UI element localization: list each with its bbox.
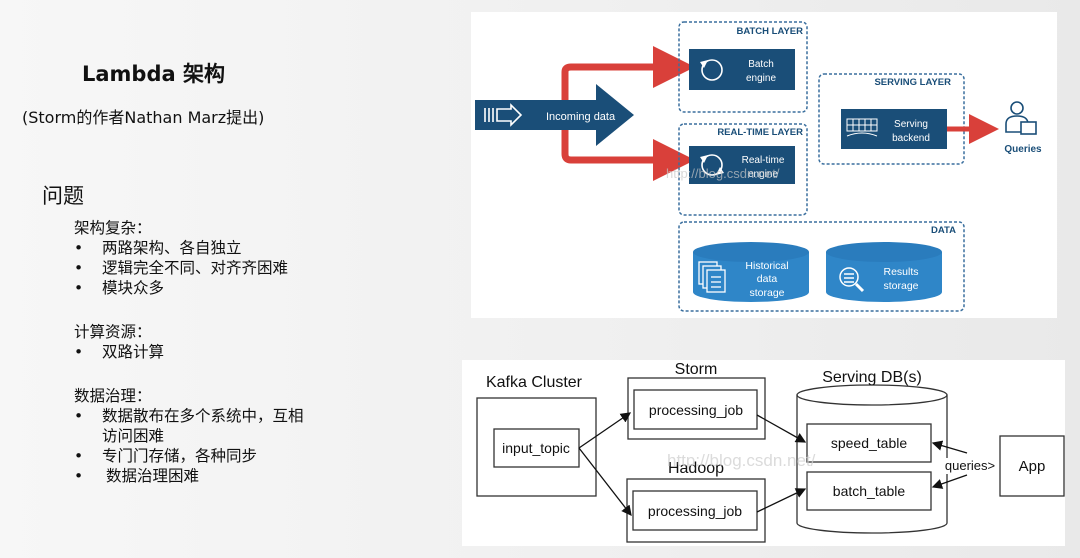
serving-layer-box: [818, 73, 965, 165]
realtime-layer-label: REAL-TIME LAYER: [717, 127, 803, 138]
lambda-architecture-diagram: Incoming data BATCH LAYER Batch engine R…: [471, 12, 1057, 318]
list-item-text: 数据治理困难: [106, 467, 200, 485]
batch-engine-label-2: engine: [746, 73, 776, 84]
problems-heading: 问题: [42, 184, 84, 208]
data-layer-box: [678, 221, 965, 312]
list-item: • 数据治理困难: [74, 466, 304, 486]
list-item-text: 双路计算: [102, 343, 165, 361]
section-data-governance: 数据治理： • 数据散布在多个系统中，互相访问困难 • 专门门存储，各种同步 • 数据…: [74, 386, 304, 486]
section-heading: 架构复杂：: [74, 219, 152, 237]
storm-processing-job-label: processing_job: [649, 402, 743, 418]
batch-table-box: [806, 471, 932, 511]
kafka-storm-hadoop-svg: Kafka Cluster input_topic Storm processi…: [476, 361, 1065, 543]
slide-subtitle: (Storm的作者Nathan Marz提出): [22, 108, 265, 127]
hadoop-processing-job-box: [632, 490, 758, 531]
data-layer-label: DATA: [931, 225, 956, 236]
arrow-app-to-speed: [931, 440, 968, 454]
search-icon: [839, 267, 865, 293]
lambda-architecture-svg: Incoming data BATCH LAYER Batch engine R…: [475, 21, 1042, 312]
cycle-icon: [700, 59, 723, 81]
historical-label-1: Historical: [745, 260, 788, 272]
list-item-text: 专门门存储，各种同步: [102, 447, 258, 465]
incoming-data-arrow: Incoming data: [475, 84, 634, 146]
list-item: • 模块众多: [74, 278, 288, 298]
serving-db-top: [796, 384, 948, 406]
bullet: •: [74, 279, 84, 297]
user-query-icon: [1005, 101, 1037, 135]
list-item: • 逻辑完全不同、对齐齐困难: [74, 258, 288, 278]
app-label: App: [1019, 458, 1046, 475]
list-item-text: 两路架构、各自独立: [102, 239, 242, 257]
kafka-cluster-label: Kafka Cluster: [486, 374, 583, 391]
watermark: http://blog.csdn.net/: [666, 166, 780, 181]
arrow-to-batch: [561, 46, 695, 112]
batch-engine-label-1: Batch: [748, 59, 774, 70]
bullet: •: [74, 239, 84, 257]
speed-table-box: [806, 423, 932, 463]
realtime-layer-box: [678, 123, 808, 216]
list-item-text-continued: 访问困难: [102, 427, 165, 445]
list-item-text: 逻辑完全不同、对齐齐困难: [102, 259, 289, 277]
bullet: •: [74, 407, 84, 425]
historical-label-3: storage: [749, 287, 784, 299]
list-item-text: 数据散布在多个系统中，互相: [102, 407, 304, 425]
section-heading: 计算资源：: [74, 323, 152, 341]
queries-label: queries>: [945, 458, 995, 473]
kafka-cluster-box: [476, 397, 597, 497]
batch-table-label: batch_table: [833, 483, 906, 499]
list-item: • 双路计算: [74, 342, 164, 362]
serving-db-label: Serving DB(s): [822, 369, 922, 386]
list-item: • 两路架构、各自独立: [74, 238, 288, 258]
list-item-text: 模块众多: [102, 279, 165, 297]
bullet: •: [74, 259, 84, 277]
arrow-hadoop-to-batch: [756, 488, 807, 513]
grid-icon: [846, 118, 878, 137]
sync-icon: [700, 154, 724, 176]
results-storage-cylinder: [826, 242, 942, 302]
documents-icon: [698, 261, 726, 293]
hadoop-processing-job-label: processing_job: [648, 503, 742, 519]
storm-processing-job-box: [633, 389, 758, 430]
batch-layer-box: [678, 21, 808, 113]
serving-db-cylinder: [796, 395, 948, 534]
realtime-engine-label-2: engine: [748, 169, 778, 180]
watermark: http://blog.csdn.net/: [667, 451, 816, 470]
queries-label: Queries: [1004, 144, 1042, 155]
speed-table-label: speed_table: [831, 435, 908, 451]
incoming-data-label: Incoming data: [546, 111, 616, 123]
serving-backend-label-1: Serving: [894, 119, 928, 130]
arrow-input-to-storm: [578, 412, 632, 449]
serving-backend-label-2: backend: [892, 133, 930, 144]
list-item: • 专门门存储，各种同步: [74, 446, 304, 466]
storm-label: Storm: [675, 361, 718, 378]
input-topic-label: input_topic: [502, 440, 570, 456]
queries-label-bg: [944, 458, 998, 474]
bullet: •: [74, 343, 84, 361]
results-label-1: Results: [883, 266, 918, 278]
realtime-engine-label-1: Real-time: [742, 155, 785, 166]
historical-label-2: data: [757, 273, 778, 285]
section-heading: 数据治理：: [74, 387, 152, 405]
app-box: [999, 435, 1065, 497]
section-architecture-complexity: 架构复杂： • 两路架构、各自独立 • 逻辑完全不同、对齐齐困难 • 模块众多: [74, 218, 288, 298]
batch-layer-label: BATCH LAYER: [736, 26, 803, 37]
arrow-storm-to-speed: [756, 414, 807, 443]
stream-icon: [484, 103, 523, 127]
list-item: • 数据散布在多个系统中，互相访问困难: [74, 406, 304, 446]
arrow-input-to-hadoop: [578, 447, 632, 517]
results-label-2: storage: [883, 280, 918, 292]
batch-engine-box: [689, 49, 795, 90]
slide-title: Lambda 架构: [82, 62, 225, 86]
bullet: •: [74, 467, 84, 485]
kafka-storm-hadoop-diagram: Kafka Cluster input_topic Storm processi…: [462, 360, 1065, 546]
bullet: •: [74, 447, 84, 465]
realtime-engine-box: [689, 146, 795, 184]
arrow-app-to-batch: [931, 474, 968, 489]
section-compute-resources: 计算资源： • 双路计算: [74, 322, 164, 362]
arrow-to-realtime: [561, 112, 695, 181]
serving-layer-label: SERVING LAYER: [874, 77, 951, 88]
storm-box: [627, 377, 766, 440]
hadoop-label: Hadoop: [668, 460, 724, 477]
